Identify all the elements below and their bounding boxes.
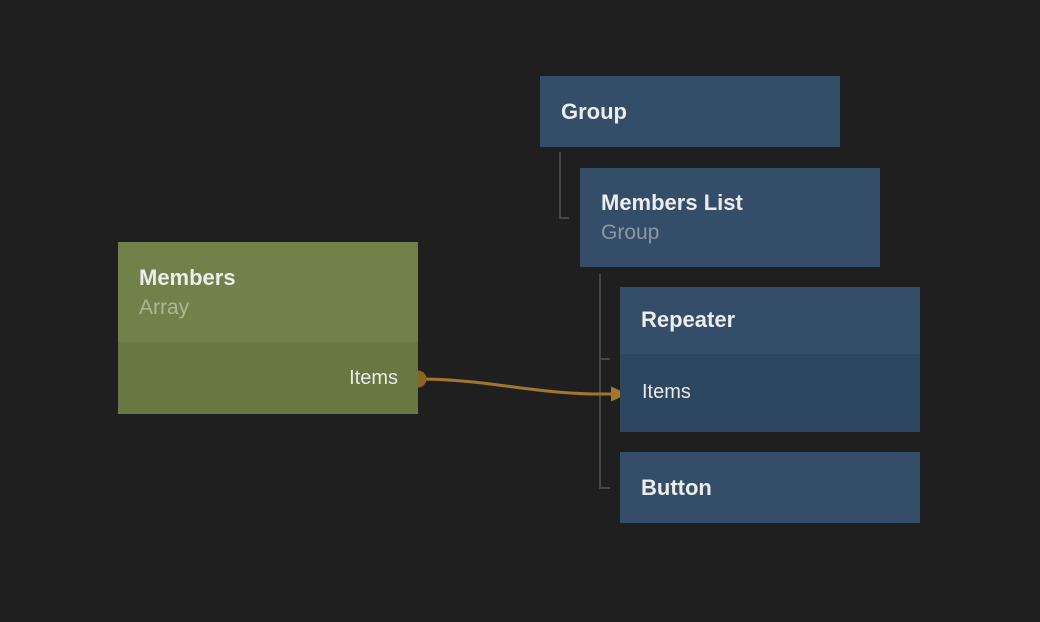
node-members[interactable]: Members Array Items <box>118 242 418 414</box>
node-repeater[interactable]: Repeater Items <box>620 287 920 432</box>
node-title: Group <box>561 98 627 124</box>
node-header: Members Array <box>118 242 418 342</box>
tree-connector-group-to-members-list <box>559 152 569 219</box>
node-subtitle: Array <box>139 295 190 319</box>
node-members-list[interactable]: Members List Group <box>580 168 880 267</box>
node-group[interactable]: Group <box>540 76 840 147</box>
port-label: Items <box>642 381 691 403</box>
node-title: Repeater <box>641 307 736 332</box>
node-title: Members List <box>601 190 743 215</box>
output-port-items[interactable]: Items <box>118 342 418 414</box>
node-subtitle: Group <box>601 221 660 244</box>
node-button[interactable]: Button <box>620 452 920 523</box>
connection-wire[interactable] <box>421 377 613 396</box>
node-header: Repeater <box>620 287 920 353</box>
port-label: Items <box>349 366 398 389</box>
input-port-items[interactable]: Items <box>620 353 920 432</box>
node-title: Members <box>139 264 236 290</box>
tree-connector-members-list-to-children <box>599 274 610 489</box>
node-title: Button <box>641 474 712 500</box>
